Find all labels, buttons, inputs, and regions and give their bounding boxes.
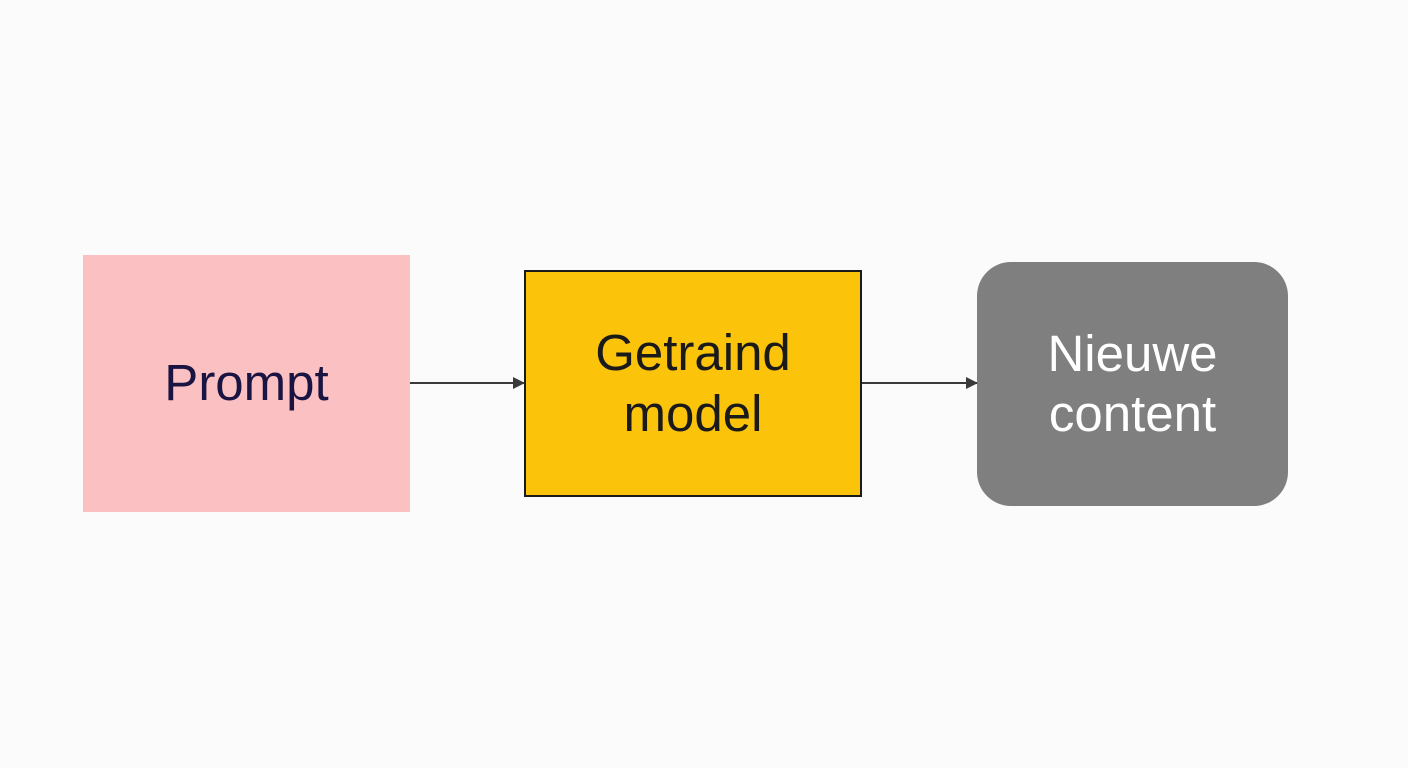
trained-model-node: Getraind model [524,270,862,497]
trained-model-node-label: Getraind model [595,324,791,442]
new-content-node: Nieuwe content [977,262,1288,506]
new-content-node-label: Nieuwe content [1047,324,1218,442]
prompt-node-label: Prompt [164,354,329,412]
prompt-node: Prompt [83,255,410,512]
